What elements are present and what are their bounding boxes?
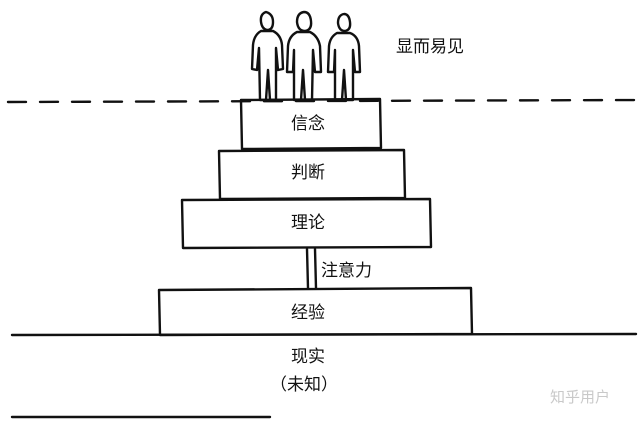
attention-connector: [305, 247, 318, 290]
layer-box-theory: [180, 197, 433, 250]
watermark: 知乎用户: [550, 388, 610, 406]
connector-label: 注意力: [321, 261, 372, 281]
layer-label-experience: 经验: [291, 303, 325, 323]
visible-label: 显而易见: [396, 37, 464, 57]
layer-label-theory: 理论: [291, 213, 325, 233]
ground-label: 现实: [291, 347, 325, 367]
layer-label-judgment: 判断: [291, 163, 325, 183]
layer-label-belief: 信念: [291, 113, 325, 134]
layer-box-belief: [239, 97, 383, 151]
ground-line: [10, 332, 638, 337]
ground-sublabel: （未知）: [270, 375, 338, 395]
people-icon: [250, 10, 362, 102]
dashed-divider-line: [6, 98, 640, 104]
